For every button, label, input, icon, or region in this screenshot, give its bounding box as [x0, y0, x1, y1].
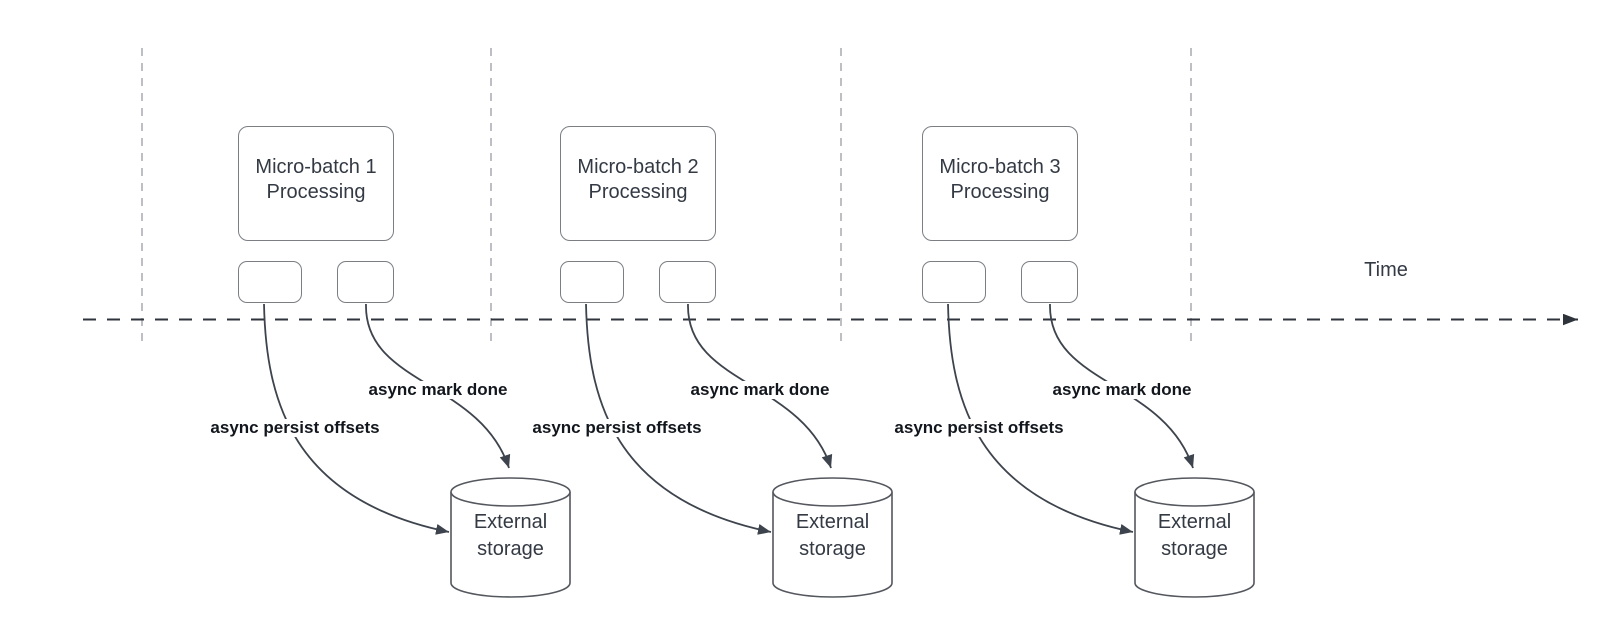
async-mark-done-arrow	[365, 303, 511, 469]
external-storage-cylinder-body	[1134, 492, 1255, 598]
async-persist-offsets-arrow	[585, 303, 772, 535]
async-persist-offsets-arrow	[263, 303, 450, 535]
external-storage-cylinder-body	[450, 492, 571, 598]
group-3-connectors	[947, 303, 1255, 598]
group-1-connectors	[263, 303, 571, 598]
async-mark-done-arrow	[1049, 303, 1195, 469]
time-axis-label: Time	[1364, 259, 1408, 281]
external-storage-cylinder-top	[450, 477, 571, 507]
external-storage-cylinder-top	[1134, 477, 1255, 507]
group-2-connectors	[585, 303, 893, 598]
external-storage-cylinder-top	[772, 477, 893, 507]
async-persist-offsets-arrow	[947, 303, 1134, 535]
external-storage-cylinder-body	[772, 492, 893, 598]
async-mark-done-arrow	[687, 303, 833, 469]
